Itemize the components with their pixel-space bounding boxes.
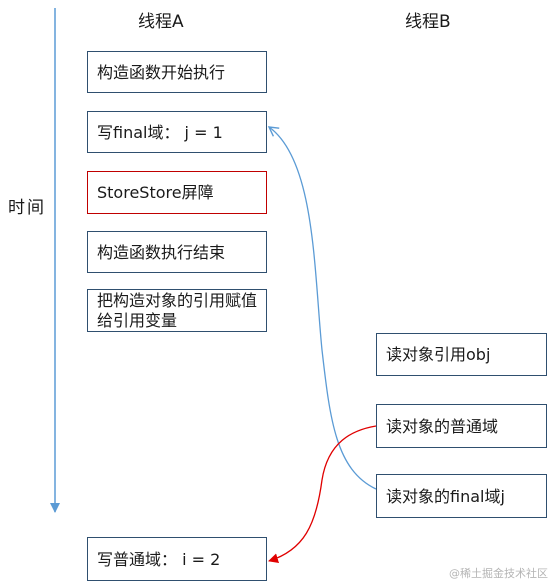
thread-a-step-constructor-end: 构造函数执行结束 xyxy=(87,231,267,273)
thread-a-step-constructor-start: 构造函数开始执行 xyxy=(87,51,267,93)
thread-a-step-storestore-barrier: StoreStore屏障 xyxy=(87,171,267,214)
thread-b-header: 线程B xyxy=(405,12,451,32)
final-field-arrow xyxy=(267,126,377,490)
thread-a-header: 线程A xyxy=(138,12,184,32)
thread-b-step-read-reference: 读对象引用obj xyxy=(376,333,547,376)
normal-field-arrow xyxy=(268,425,377,564)
thread-a-step-write-final-field: 写final域： j = 1 xyxy=(87,111,267,153)
watermark: @稀土掘金技术社区 xyxy=(449,567,548,580)
thread-a-step-assign-reference: 把构造对象的引用赋值给引用变量 xyxy=(87,289,267,332)
thread-b-step-read-final-field: 读对象的final域j xyxy=(376,474,547,518)
thread-b-step-read-normal-field: 读对象的普通域 xyxy=(376,404,547,448)
time-axis-label: 时间 xyxy=(8,198,46,218)
thread-a-step-write-normal-field: 写普通域： i = 2 xyxy=(87,537,267,581)
